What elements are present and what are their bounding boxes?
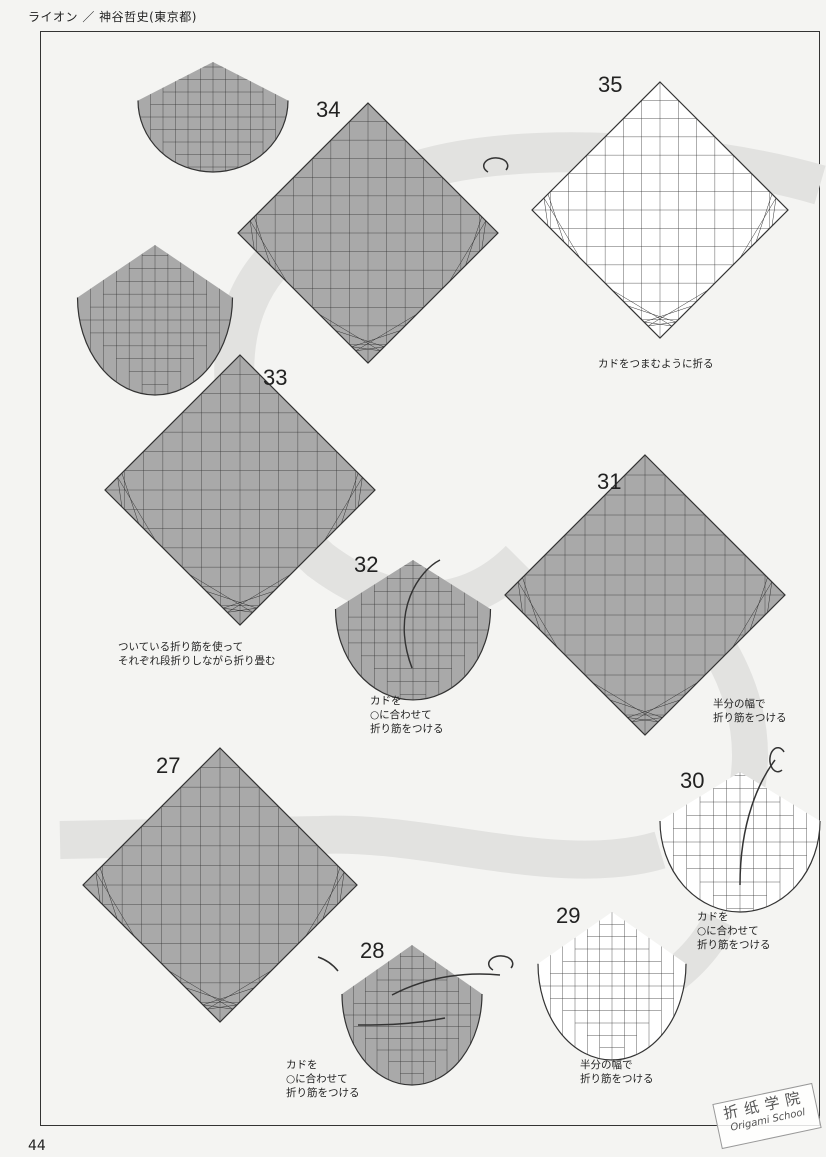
page-number: 44: [28, 1138, 46, 1154]
detail-view: [538, 912, 686, 1060]
folded-model: [83, 748, 357, 1022]
move-arrow: [318, 957, 338, 971]
step-caption: 半分の幅で 折り筋をつける: [713, 697, 787, 725]
turn-over-arrow: [770, 748, 784, 772]
step-number: 33: [263, 365, 287, 391]
step-number: 34: [316, 97, 340, 123]
step-number: 35: [598, 72, 622, 98]
step-number: 29: [556, 903, 580, 929]
step-number: 28: [360, 938, 384, 964]
step-caption: カドをつまむように折る: [598, 357, 714, 371]
detail-view: [78, 243, 233, 398]
folded-model: [532, 82, 788, 338]
step-caption: カドを ○に合わせて 折り筋をつける: [370, 694, 444, 736]
step-number: 32: [354, 552, 378, 578]
step-number: 27: [156, 753, 180, 779]
step-number: 31: [597, 469, 621, 495]
step-caption: カドを ○に合わせて 折り筋をつける: [697, 910, 771, 952]
detail-view: [342, 945, 482, 1085]
step-caption: カドを ○に合わせて 折り筋をつける: [286, 1058, 360, 1100]
turn-over-arrow: [489, 956, 513, 970]
step-caption: ついている折り筋を使って それぞれ段折りしながら折り畳む: [118, 640, 276, 668]
detail-view: [138, 42, 288, 192]
step-number: 30: [680, 768, 704, 794]
step-caption: 半分の幅で 折り筋をつける: [580, 1058, 654, 1086]
